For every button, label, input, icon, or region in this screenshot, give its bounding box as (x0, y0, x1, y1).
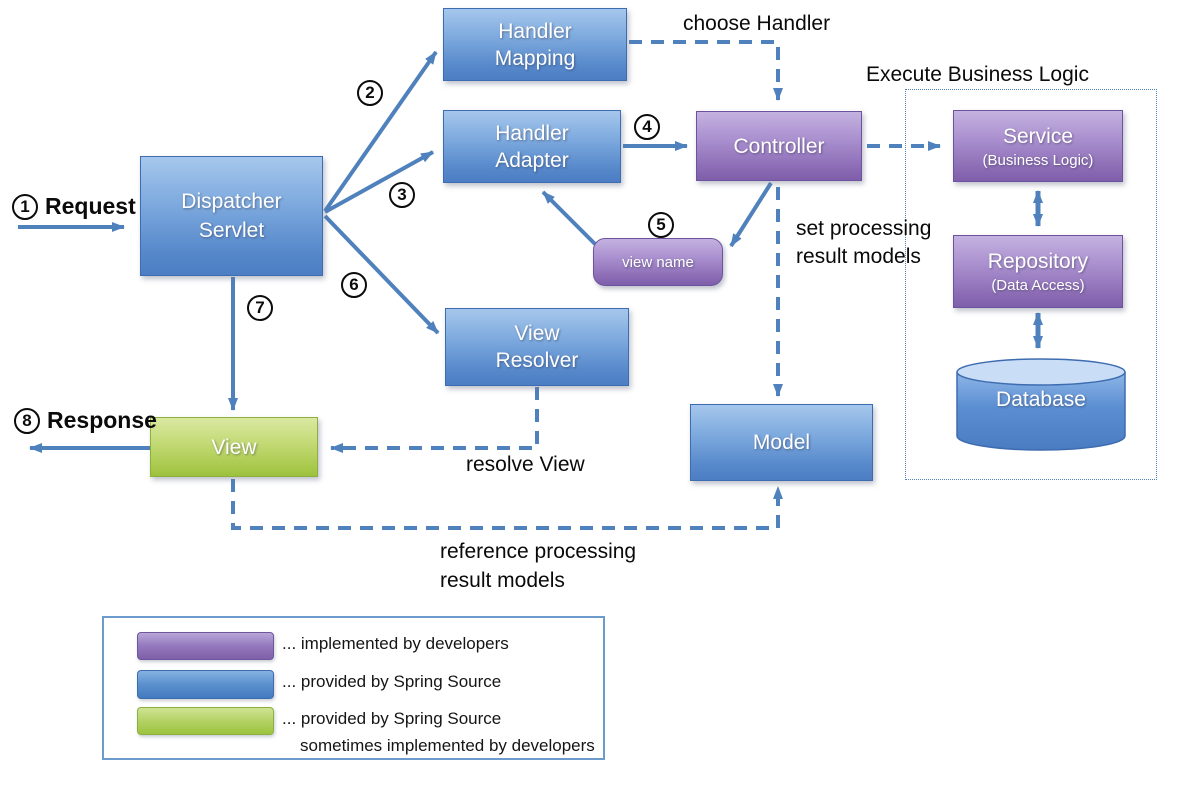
node-handler-mapping: Handler Mapping (443, 8, 627, 81)
request-label: 1 Request (12, 193, 136, 220)
step-6-badge: 6 (341, 272, 367, 298)
legend: ... implemented by developers ... provid… (102, 616, 605, 760)
node-view-name-label: view name (622, 253, 694, 271)
node-model-label: Model (752, 431, 811, 454)
node-controller: Controller (696, 111, 862, 181)
node-service-sublabel: (Business Logic) (982, 151, 1094, 169)
node-dispatcher-servlet: Dispatcher Servlet (140, 156, 323, 276)
response-text: Response (47, 407, 157, 433)
legend-label-purple: ... implemented by developers (282, 634, 509, 653)
node-dispatcher-servlet-label: Dispatcher Servlet (181, 190, 282, 242)
step-2-badge: 2 (357, 80, 383, 106)
database-cylinder-icon (956, 358, 1126, 451)
node-handler-adapter: Handler Adapter (443, 110, 621, 183)
connector-dispatcher-handler-adapter (324, 150, 434, 214)
node-database: Database (955, 356, 1127, 454)
reference-processing-label: reference processing result models (440, 540, 637, 592)
legend-swatch-green (137, 707, 274, 735)
node-view-label: View (211, 435, 257, 459)
connector-view-model (231, 479, 783, 530)
legend-label-green-line2: sometimes implemented by developers (300, 736, 595, 755)
node-repository-label: Repository (987, 250, 1089, 273)
execute-business-logic-label: Execute Business Logic (866, 63, 1089, 86)
connector-dispatcher-view-resolver (323, 214, 440, 335)
node-repository: Repository (Data Access) (953, 235, 1123, 308)
node-handler-mapping-label: Handler Mapping (494, 19, 576, 70)
connector-dispatcher-handler-mapping (323, 50, 438, 213)
node-service: Service (Business Logic) (953, 110, 1123, 182)
step-5-badge: 5 (648, 212, 674, 238)
node-database-label: Database (996, 388, 1086, 411)
response-label: 8 Response (14, 407, 157, 434)
request-text: Request (45, 193, 136, 219)
connector-controller-viewname (729, 181, 773, 248)
step-4-badge: 4 (634, 114, 660, 140)
node-service-label: Service (1002, 124, 1074, 148)
node-view-name: view name (593, 238, 723, 286)
node-handler-adapter-label: Handler Adapter (495, 121, 569, 172)
choose-handler-label: choose Handler (683, 12, 831, 35)
node-repository-sublabel: (Data Access) (991, 277, 1085, 294)
step-1-badge: 1 (12, 193, 38, 220)
connector-choose-handler (629, 40, 783, 101)
resolve-view-label: resolve View (466, 453, 585, 476)
set-processing-label: set processing result models (796, 217, 932, 268)
legend-label-blue: ... provided by Spring Source (282, 672, 502, 691)
connector-viewname-adapter (541, 190, 597, 246)
node-controller-label: Controller (733, 134, 825, 158)
legend-swatch-blue (137, 670, 274, 699)
connector-resolver-view (330, 387, 539, 453)
legend-label-green: ... provided by Spring Source (282, 709, 502, 728)
step-7-badge: 7 (247, 295, 273, 321)
node-view: View (150, 417, 318, 477)
node-view-resolver-label: View Resolver (495, 322, 579, 372)
business-logic-group-frame (905, 89, 1157, 480)
node-view-resolver: View Resolver (445, 308, 629, 386)
legend-swatch-purple (137, 632, 274, 660)
node-model: Model (690, 404, 873, 481)
step-3-badge: 3 (389, 182, 415, 208)
step-8-badge: 8 (14, 407, 40, 434)
